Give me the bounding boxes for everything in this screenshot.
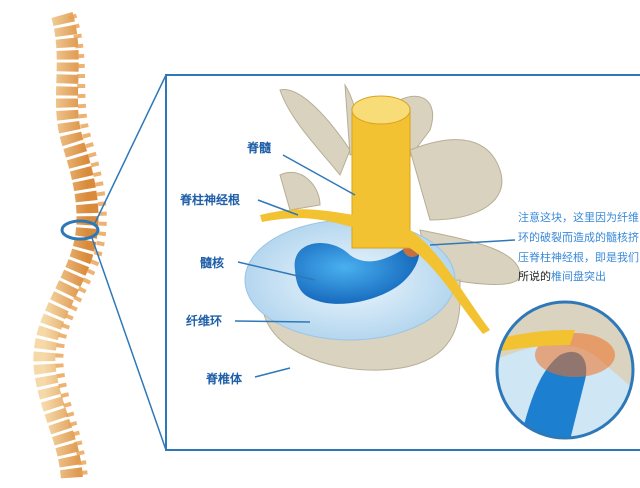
nucleus-pulposus-shape	[294, 243, 420, 304]
annotation-line-1: 注意这块，这里因为纤维	[518, 210, 639, 224]
annotation-line-2: 环的破裂而造成的髓核挤	[518, 230, 639, 244]
annotation-line-4-dark: 所说的	[518, 269, 551, 283]
label-annulus-fibrosus: 纤维环	[186, 313, 222, 328]
annotation-line-4-rest: 椎间盘突出	[551, 269, 606, 283]
zoom-line-top	[94, 74, 167, 224]
zoom-line-bottom	[91, 237, 167, 451]
label-nucleus-pulposus: 髓核	[200, 255, 224, 270]
inset-ring	[495, 300, 635, 440]
magnified-inset	[497, 302, 633, 438]
nerve-root-left	[260, 209, 355, 228]
zoom-highlight-ring	[60, 219, 100, 241]
label-spinal-nerve-root: 脊柱神经根	[179, 192, 240, 207]
spinal-cord-shape	[351, 107, 411, 249]
nerve-root-right	[405, 230, 490, 334]
annotation-line-4: 所说的椎间盘突出	[518, 269, 606, 283]
detail-frame	[165, 74, 640, 451]
label-vertebral-body: 脊椎体	[205, 371, 243, 386]
annotation-line-3: 压脊柱神经根，即是我们	[518, 250, 639, 264]
label-spinal-cord: 脊髓	[246, 140, 272, 155]
spine-column	[33, 11, 107, 481]
